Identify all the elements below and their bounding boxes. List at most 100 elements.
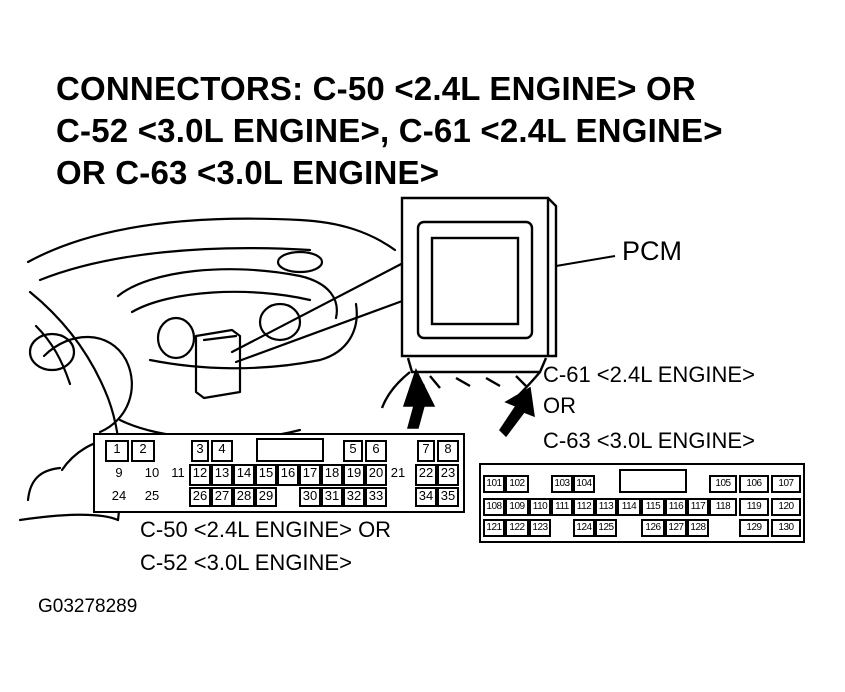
arrow-connector-c61 — [402, 368, 436, 429]
arrow-connector-c63 — [499, 386, 535, 438]
pin: 129 — [739, 519, 769, 537]
pin: 4 — [211, 440, 233, 462]
pin: 18 — [321, 464, 343, 486]
knee-curve — [26, 466, 62, 502]
vent-right — [276, 250, 324, 274]
pin: 115 — [641, 498, 665, 516]
pin: 31 — [321, 487, 343, 507]
dash-top-contour — [26, 217, 397, 264]
pin: 13 — [211, 464, 233, 486]
pcm-leader-wedge — [230, 260, 407, 364]
pin: 128 — [687, 519, 709, 537]
pin: 1 — [105, 440, 129, 462]
pin: 25 — [139, 487, 165, 507]
title-line-1: CONNECTORS: C-50 <2.4L ENGINE> OR — [56, 70, 696, 107]
label-c52: C-52 <3.0L ENGINE> — [140, 550, 352, 575]
connector-left-lock-tab — [256, 438, 324, 462]
pin: 121 — [483, 519, 505, 537]
pin: 5 — [343, 440, 363, 462]
pin: 33 — [365, 487, 387, 507]
label-c63: C-63 <3.0L ENGINE> — [543, 428, 755, 453]
cluster-hood — [116, 268, 338, 320]
pin: 117 — [687, 498, 709, 516]
pin: 30 — [299, 487, 321, 507]
pin: 8 — [437, 440, 459, 462]
pin: 23 — [437, 464, 459, 486]
floor-line — [18, 513, 120, 522]
pin: 24 — [99, 487, 139, 507]
pin: 102 — [505, 475, 529, 493]
pin: 118 — [709, 498, 737, 516]
pin: 109 — [505, 498, 529, 516]
pin: 124 — [573, 519, 595, 537]
pin: 105 — [709, 475, 737, 493]
pin: 113 — [595, 498, 617, 516]
pcm-label: PCM — [622, 236, 682, 266]
pin: 2 — [131, 440, 155, 462]
pin: 10 — [139, 464, 165, 486]
connector-c50-c52: 1 2 3 4 5 6 7 8 9 10 11 12 13 14 15 16 1… — [93, 433, 465, 513]
pin: 103 — [551, 475, 573, 493]
pin: 28 — [233, 487, 255, 507]
pin: 35 — [437, 487, 459, 507]
pin: 112 — [573, 498, 595, 516]
pin: 9 — [99, 464, 139, 486]
pin: 11 — [167, 464, 189, 486]
diagram-title: CONNECTORS: C-50 <2.4L ENGINE> OR C-52 <… — [56, 68, 816, 194]
pin: 116 — [665, 498, 687, 516]
dash-upper-line — [38, 247, 312, 282]
gauge-center-left — [156, 316, 196, 360]
label-c61: C-61 <2.4L ENGINE> — [543, 362, 755, 387]
pin: 130 — [771, 519, 801, 537]
figure-code: G03278289 — [38, 596, 138, 617]
pin: 15 — [255, 464, 277, 486]
pin: 108 — [483, 498, 505, 516]
pin: 3 — [191, 440, 209, 462]
console-outline — [148, 302, 358, 370]
pin: 34 — [415, 487, 437, 507]
pin: 7 — [417, 440, 435, 462]
pin: 110 — [529, 498, 551, 516]
pin: 125 — [595, 519, 617, 537]
label-or: OR — [543, 393, 576, 418]
pin: 106 — [739, 475, 769, 493]
pin: 6 — [365, 440, 387, 462]
pin: 107 — [771, 475, 801, 493]
connector-c61-c63: 101 102 103 104 105 106 107 108 109 110 … — [479, 463, 805, 543]
pin: 111 — [551, 498, 573, 516]
pin: 127 — [665, 519, 687, 537]
pin: 27 — [211, 487, 233, 507]
pcm-label-leader — [555, 255, 616, 267]
cluster-inner — [130, 290, 312, 314]
gauge-center-right — [258, 302, 302, 342]
connector-right-lock-tab — [619, 469, 687, 493]
pin: 120 — [771, 498, 801, 516]
pin: 123 — [529, 519, 551, 537]
pin: 21 — [387, 464, 409, 486]
pin: 119 — [739, 498, 769, 516]
pin: 114 — [617, 498, 641, 516]
steering-wheel-arc — [42, 335, 133, 434]
pin: 126 — [641, 519, 665, 537]
label-c50: C-50 <2.4L ENGINE> OR — [140, 517, 392, 542]
pin: 29 — [255, 487, 277, 507]
pin: 20 — [365, 464, 387, 486]
pin: 16 — [277, 464, 299, 486]
pin: 19 — [343, 464, 365, 486]
title-line-3: OR C-63 <3.0L ENGINE> — [56, 154, 440, 191]
pin: 101 — [483, 475, 505, 493]
pin: 32 — [343, 487, 365, 507]
pcm-module — [380, 196, 558, 409]
pin: 122 — [505, 519, 529, 537]
pin: 22 — [415, 464, 437, 486]
pin: 14 — [233, 464, 255, 486]
title-line-2: C-52 <3.0L ENGINE>, C-61 <2.4L ENGINE> — [56, 112, 723, 149]
pin: 26 — [189, 487, 211, 507]
pin: 104 — [573, 475, 595, 493]
pcm-mounted-box — [194, 328, 242, 400]
pin: 12 — [189, 464, 211, 486]
gauge-left — [28, 332, 76, 372]
dash-left-curve — [34, 324, 72, 386]
pin: 17 — [299, 464, 321, 486]
